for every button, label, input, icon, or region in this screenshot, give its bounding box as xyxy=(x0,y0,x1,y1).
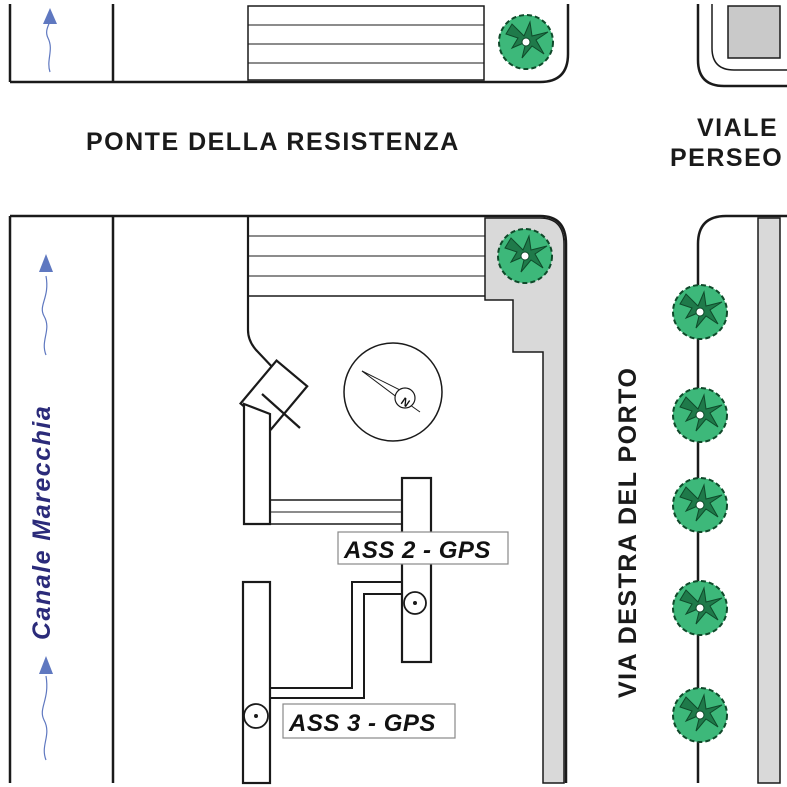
street-label-viale-line1: VIALE xyxy=(697,114,778,142)
tree-icon xyxy=(672,477,728,533)
pillar-ass2 xyxy=(400,476,433,664)
water-flow-arrow-icon xyxy=(39,656,53,761)
tree-icon xyxy=(498,14,554,70)
water-flow-arrow-icon xyxy=(43,8,57,73)
tree-icon xyxy=(672,580,728,636)
street-label-viale-line2: PERSEO xyxy=(670,144,783,172)
water-flow-arrow-icon xyxy=(39,254,53,356)
compass-icon: N xyxy=(343,342,443,442)
cable-link xyxy=(270,581,402,699)
station-marker-ass3 xyxy=(243,703,269,729)
walkway xyxy=(270,499,402,525)
tree-icon xyxy=(497,228,553,284)
right-street-edge xyxy=(696,214,787,783)
pier-structure xyxy=(239,216,309,526)
label-ass2-text: ASS 2 - GPS xyxy=(343,537,491,564)
top-blocks xyxy=(8,4,570,84)
street-label-ponte: PONTE DELLA RESISTENZA xyxy=(86,128,460,156)
label-ass2: ASS 2 - GPS xyxy=(337,531,509,565)
corner-building xyxy=(696,4,787,88)
sidewalk xyxy=(484,217,565,784)
label-ass3-text: ASS 3 - GPS xyxy=(288,710,436,737)
canal-label: Canale Marecchia xyxy=(28,405,56,640)
station-marker-ass2 xyxy=(403,591,427,615)
pillar-ass3 xyxy=(241,580,272,785)
tree-icon xyxy=(672,687,728,743)
street-label-via-destra: VIA DESTRA DEL PORTO xyxy=(614,367,642,698)
tree-icon xyxy=(672,387,728,443)
tree-icon xyxy=(672,284,728,340)
label-ass3: ASS 3 - GPS xyxy=(282,703,456,739)
lower-block-outline xyxy=(8,214,568,783)
lower-steps xyxy=(248,235,485,297)
right-sidewalk xyxy=(757,217,781,784)
top-steps xyxy=(247,5,485,81)
